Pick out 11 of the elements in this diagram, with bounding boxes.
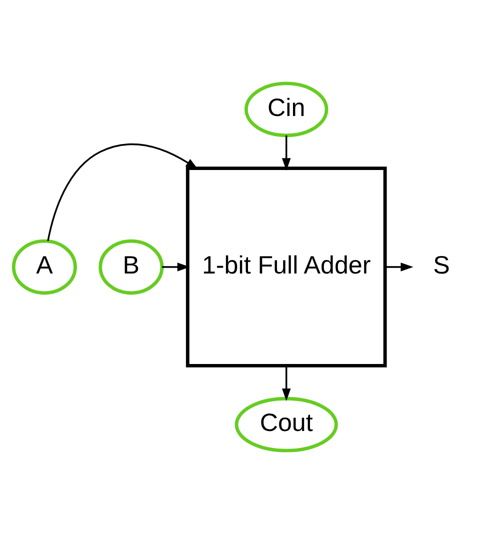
arrow xyxy=(46,142,198,241)
node-ellipse: A xyxy=(11,238,76,294)
arrow xyxy=(281,366,290,401)
arrow xyxy=(384,262,413,271)
node-ellipse: Cout xyxy=(234,396,338,452)
node-text: S xyxy=(432,250,450,279)
arrow xyxy=(281,134,290,170)
arrow xyxy=(162,262,190,271)
node-box: 1-bit Full Adder xyxy=(185,166,386,367)
node-ellipse: B xyxy=(98,238,164,294)
node-ellipse: Cin xyxy=(244,81,328,137)
